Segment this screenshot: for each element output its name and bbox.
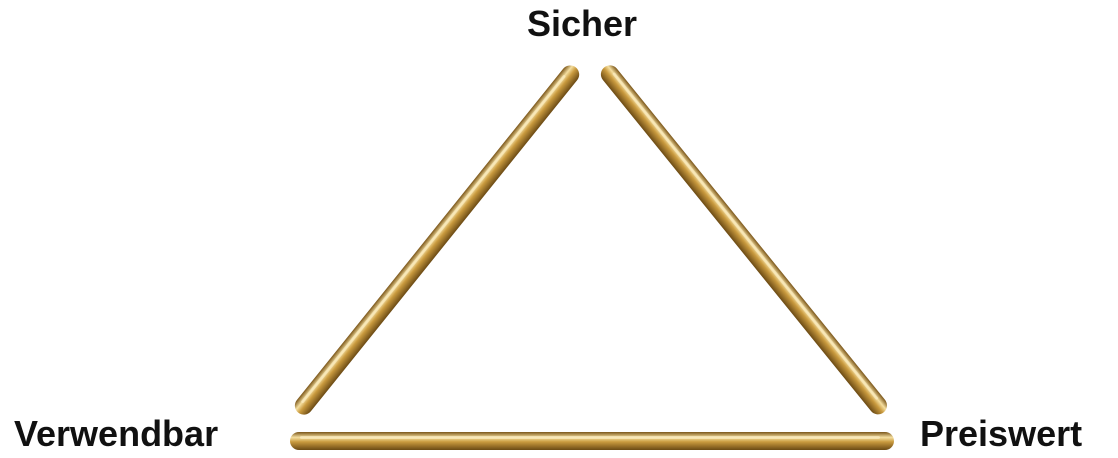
left-rod [291, 62, 583, 419]
label-preiswert: Preiswert [920, 416, 1082, 452]
label-sicher: Sicher [527, 6, 637, 42]
bottom-rod [290, 432, 894, 450]
right-rod [597, 62, 890, 418]
label-verwendbar: Verwendbar [14, 416, 218, 452]
